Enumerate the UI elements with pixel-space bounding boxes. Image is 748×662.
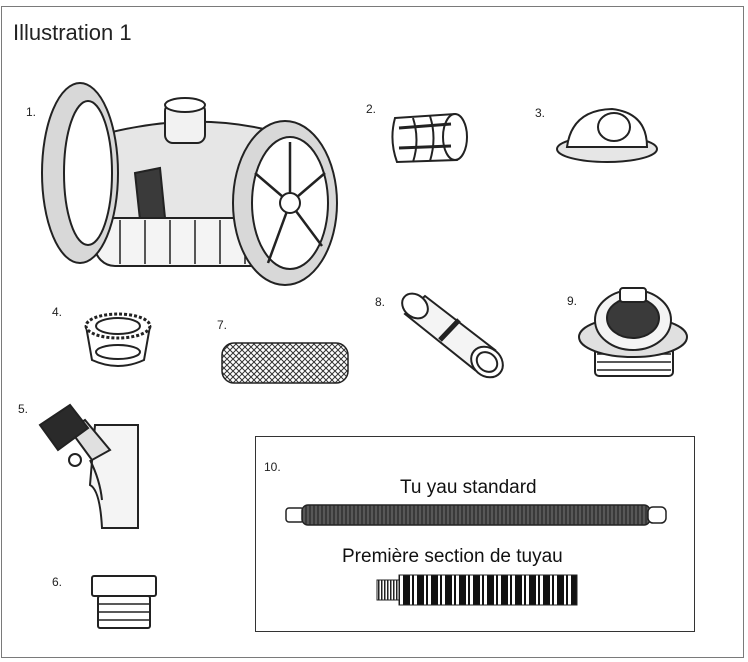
part-number-2: 2. <box>366 102 377 116</box>
dome-cap-icon <box>556 107 658 163</box>
part-number-8: 8. <box>375 295 386 309</box>
clip-ring-icon <box>391 112 468 164</box>
first-section-hose-label: Première section de tuyau <box>342 546 563 567</box>
threaded-collar-icon <box>84 312 152 367</box>
threaded-adapter-icon <box>91 575 157 629</box>
pool-cleaner-body-icon <box>41 82 338 286</box>
part-number-9: 9. <box>567 294 578 308</box>
part-number-7: 7. <box>217 318 228 332</box>
part-number-1: 1. <box>26 105 37 119</box>
standard-hose-icon <box>285 504 667 526</box>
regulator-valve-icon <box>578 287 688 377</box>
part-number-4: 4. <box>52 305 63 319</box>
part-number-3: 3. <box>535 106 546 120</box>
hose-section-box <box>255 436 695 632</box>
illustration-title: Illustration 1 <box>13 20 132 45</box>
standard-hose-label: Tu yau standard <box>400 477 537 498</box>
part-number-5: 5. <box>18 402 29 416</box>
hose-connector-icon <box>401 292 504 379</box>
elbow-valve-icon <box>38 403 139 529</box>
part-number-10: 10. <box>264 460 281 474</box>
part-number-6: 6. <box>52 575 63 589</box>
first-section-hose-icon <box>376 574 578 606</box>
mesh-screen-icon <box>221 342 349 384</box>
